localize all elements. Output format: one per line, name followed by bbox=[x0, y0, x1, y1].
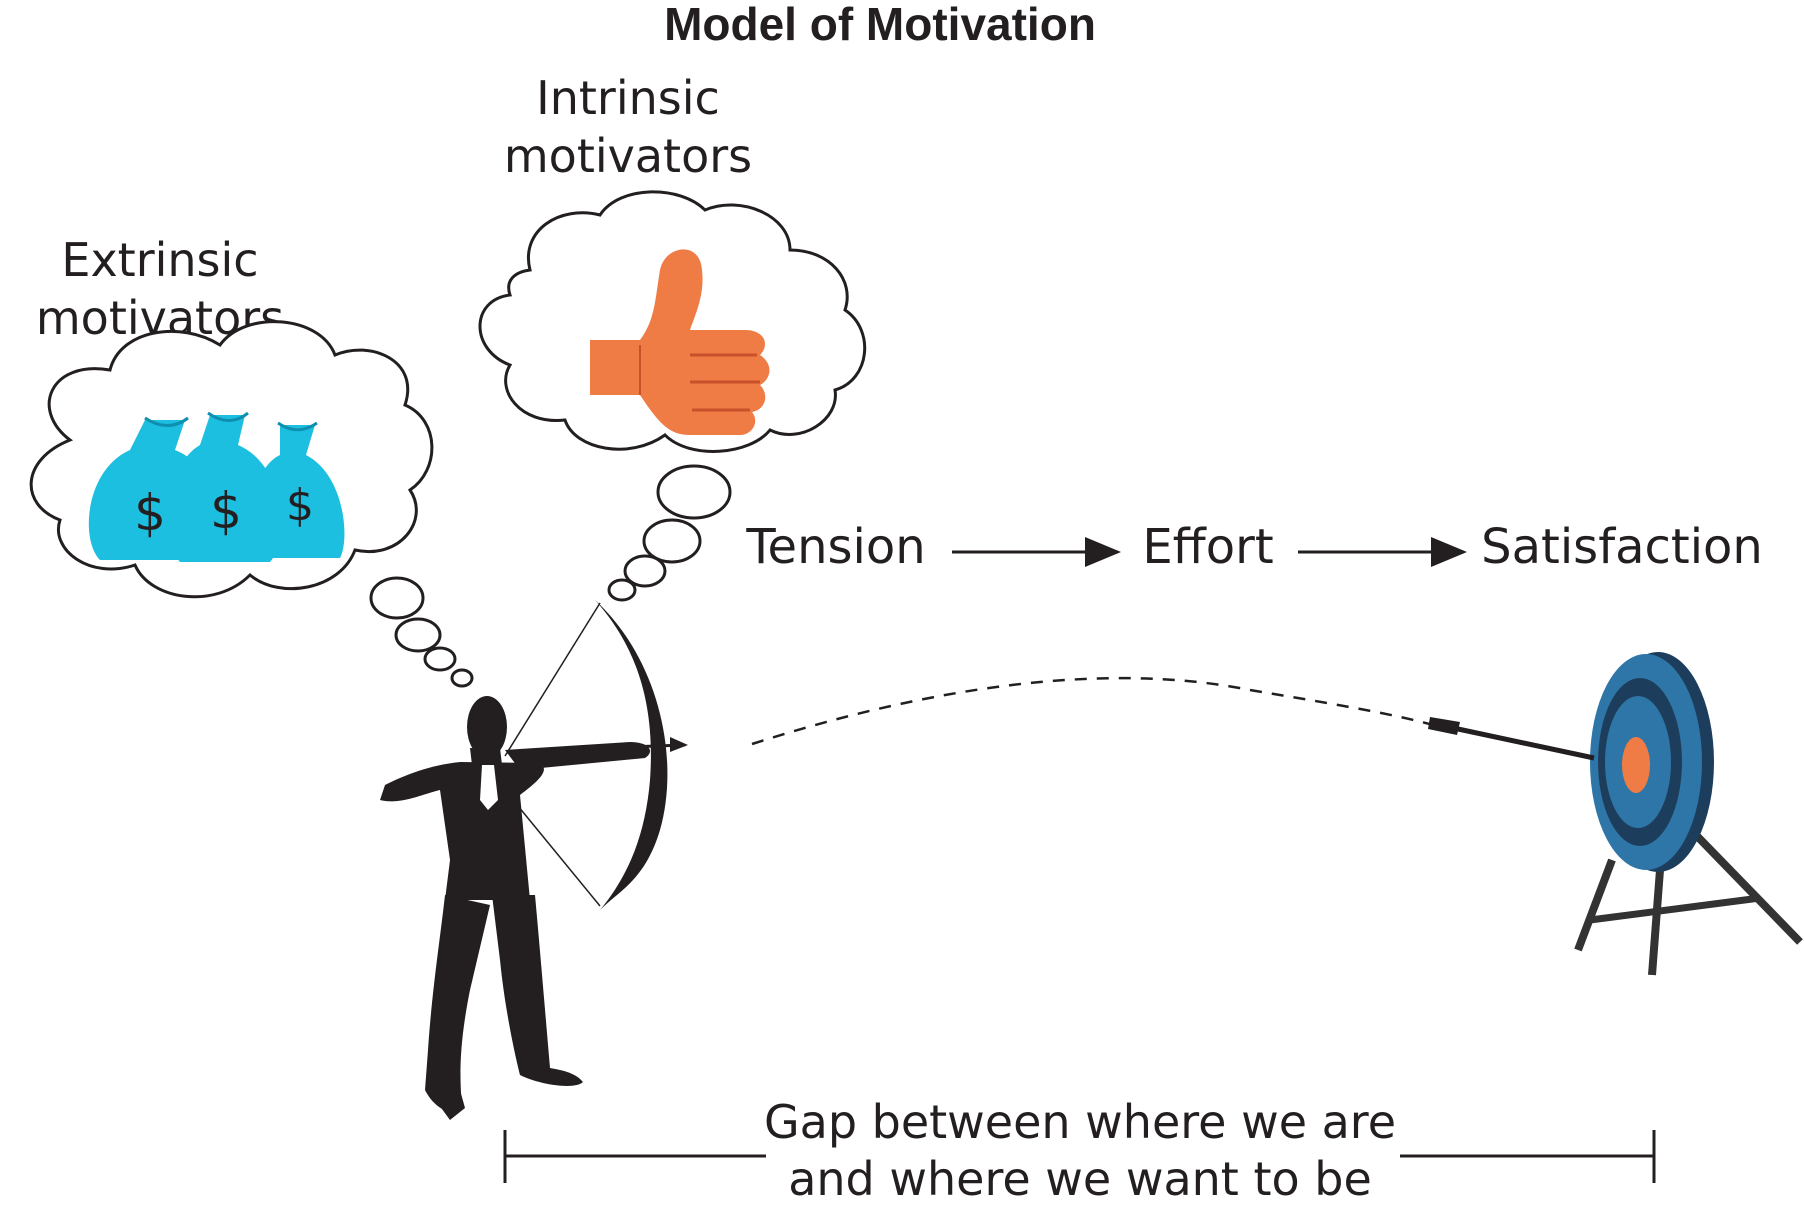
target-icon bbox=[1574, 652, 1803, 976]
diagram-title: Model of Motivation bbox=[664, 0, 1096, 50]
step-tension: Tension bbox=[745, 519, 925, 575]
step-effort: Effort bbox=[1142, 519, 1273, 575]
money-symbol-1: $ bbox=[134, 484, 166, 542]
arrow-in-target bbox=[1428, 717, 1595, 761]
archer-figure bbox=[380, 600, 688, 1120]
gap-bracket bbox=[503, 1130, 1656, 1183]
step-satisfaction: Satisfaction bbox=[1481, 519, 1763, 575]
thumbs-up-icon bbox=[590, 249, 770, 435]
extrinsic-thought-bubbles bbox=[369, 576, 474, 688]
money-symbol-3: $ bbox=[286, 480, 314, 531]
gap-label-line2: and where we want to be bbox=[788, 1152, 1372, 1206]
arrow-trajectory bbox=[751, 676, 1441, 746]
money-symbol-2: $ bbox=[210, 482, 242, 540]
intrinsic-label-line2: motivators bbox=[504, 129, 752, 183]
gap-label-line1: Gap between where we are bbox=[764, 1095, 1396, 1149]
extrinsic-label-line1: Extrinsic bbox=[61, 233, 258, 287]
money-bag-icon: $ $ $ bbox=[88, 411, 345, 562]
intrinsic-thought-bubbles bbox=[607, 464, 732, 602]
intrinsic-label-line1: Intrinsic bbox=[536, 71, 720, 125]
